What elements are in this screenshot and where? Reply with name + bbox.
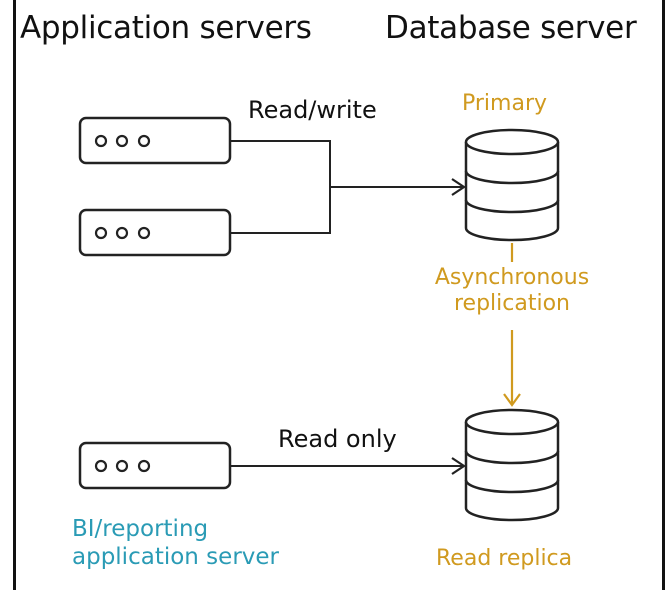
primary-label: Primary <box>462 91 548 116</box>
server-indicator-icon <box>137 134 151 148</box>
bi-server <box>78 441 232 490</box>
replication-label-line2: replication <box>453 291 570 317</box>
read-replica-label: Read replica <box>436 546 573 571</box>
read-only-connector <box>230 457 466 475</box>
server-indicator-icon <box>137 459 151 473</box>
server-indicator-icon <box>115 134 129 148</box>
read-only-label: Read only <box>278 425 397 453</box>
bi-server-label-line1: BI/reporting <box>72 516 209 542</box>
bi-server-label-line2: application server <box>72 543 279 570</box>
server-indicator-icon <box>137 226 151 240</box>
server-indicator-icon <box>115 459 129 473</box>
server-indicator-icon <box>94 134 108 148</box>
replication-label: Asynchronous replication <box>420 265 604 318</box>
diagram-frame <box>13 0 665 590</box>
app-server-1 <box>78 116 232 165</box>
server-indicator-icon <box>115 226 129 240</box>
server-indicator-icon <box>94 226 108 240</box>
replication-label-line1: Asynchronous <box>434 265 590 290</box>
bi-server-label: BI/reporting application server <box>72 516 279 571</box>
heading-database-server: Database server <box>385 10 637 46</box>
heading-application-servers: Application servers <box>20 10 312 46</box>
primary-database-icon <box>464 128 560 242</box>
replica-database-icon <box>464 408 560 522</box>
replication-connector <box>503 243 521 407</box>
server-indicator-icon <box>94 459 108 473</box>
app-server-2 <box>78 208 232 257</box>
read-write-connector <box>230 140 466 234</box>
read-write-label: Read/write <box>248 96 377 124</box>
